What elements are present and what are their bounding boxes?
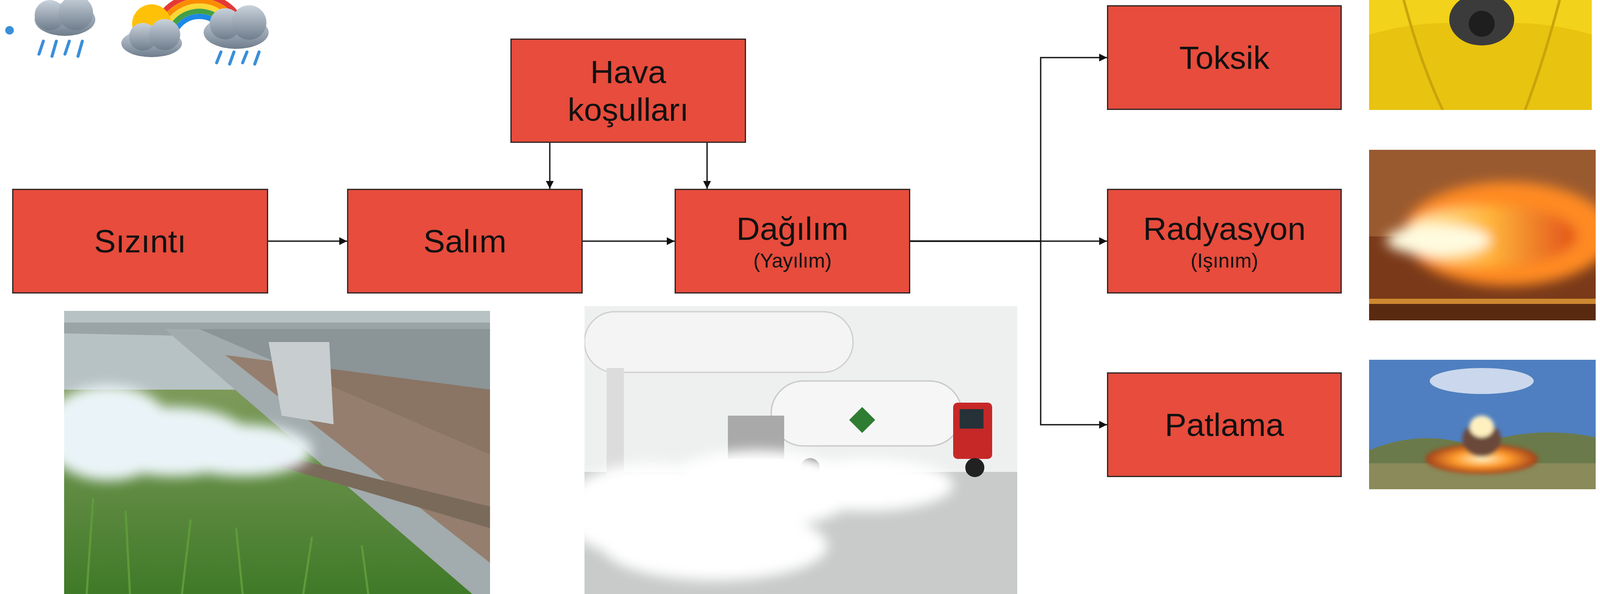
- flow-arrow: [910, 57, 1107, 242]
- flow-arrow: [549, 142, 551, 189]
- box-sublabel: (Işınım): [1190, 249, 1259, 273]
- tanker-vapor-photo: [584, 306, 1018, 594]
- explosion-photo: [1369, 360, 1596, 490]
- pipe-leak-photo: [64, 311, 491, 594]
- process-box: Dağılım(Yayılım): [674, 188, 911, 294]
- box-label: Hava koşulları: [529, 53, 728, 129]
- flow-arrow: [268, 240, 348, 243]
- hazmat-suit-photo: [1369, 0, 1592, 111]
- process-box: Sızıntı: [12, 188, 269, 294]
- box-label: Toksik: [1179, 38, 1270, 77]
- box-label: Sızıntı: [94, 222, 187, 260]
- process-box: Hava koşulları: [510, 38, 747, 143]
- box-label: Dağılım: [736, 210, 849, 248]
- box-label: Radyasyon: [1142, 210, 1306, 248]
- process-box: Patlama: [1106, 372, 1342, 478]
- process-box: Salım: [347, 188, 583, 294]
- weather-icons: [5, 0, 269, 65]
- flow-arrow: [910, 241, 1107, 426]
- box-sublabel: (Yayılım): [753, 249, 832, 273]
- flow-arrow: [706, 142, 708, 189]
- process-box: Toksik: [1106, 5, 1342, 111]
- box-label: Salım: [423, 222, 507, 260]
- box-label: Patlama: [1164, 406, 1284, 444]
- jet-fire-photo: [1369, 149, 1596, 321]
- process-box: Radyasyon(Işınım): [1106, 188, 1342, 294]
- flow-arrow: [582, 240, 675, 243]
